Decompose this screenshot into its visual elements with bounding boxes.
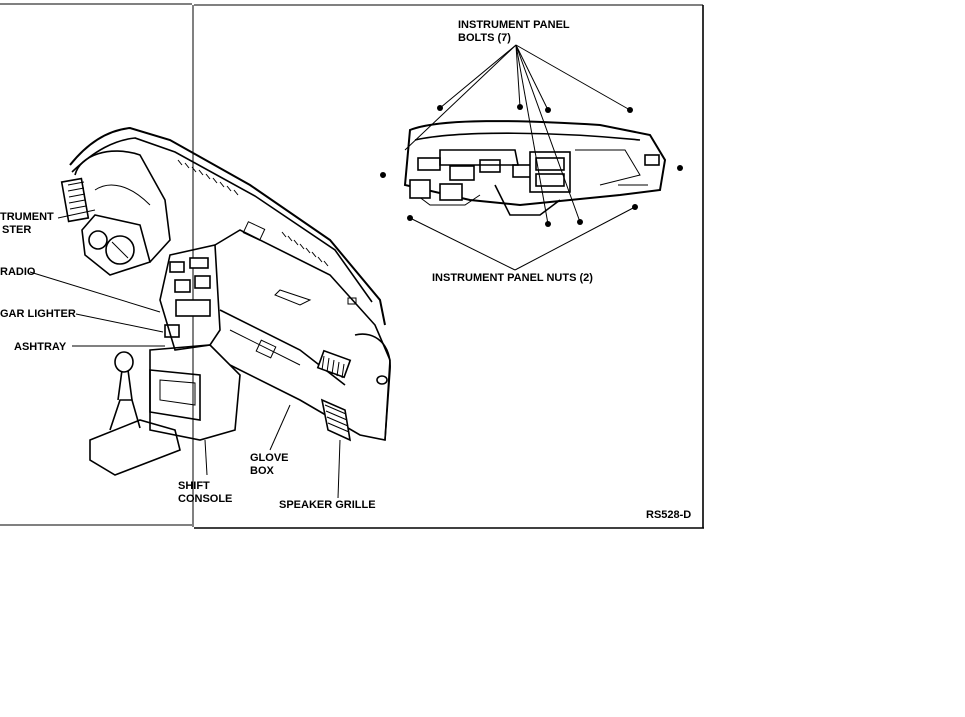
- label-glove-box-line2: BOX: [250, 465, 275, 477]
- dashboard-illustration: [60, 126, 391, 476]
- label-instrument-panel-bolts-line2: BOLTS (7): [458, 32, 511, 44]
- label-instrument-panel-bolts-line1: INSTRUMENT PANEL: [458, 19, 570, 31]
- label-speaker-grille: SPEAKER GRILLE: [279, 499, 376, 511]
- label-radio: RADIO: [0, 266, 36, 278]
- instrument-panel-assembly: [403, 120, 667, 216]
- label-instrument-cluster-line2: STER: [2, 224, 31, 236]
- label-ashtray: ASHTRAY: [14, 341, 67, 353]
- label-shift-console-line2: CONSOLE: [178, 493, 232, 505]
- label-cigar-lighter: GAR LIGHTER: [0, 308, 76, 320]
- leader-lines: [29, 44, 636, 499]
- label-instrument-panel-nuts: INSTRUMENT PANEL NUTS (2): [432, 272, 593, 284]
- label-glove-box-line1: GLOVE: [250, 452, 289, 464]
- label-instrument-cluster-line1: TRUMENT: [0, 211, 54, 223]
- label-shift-console-line1: SHIFT: [178, 480, 210, 492]
- figure-code: RS528-D: [646, 509, 691, 521]
